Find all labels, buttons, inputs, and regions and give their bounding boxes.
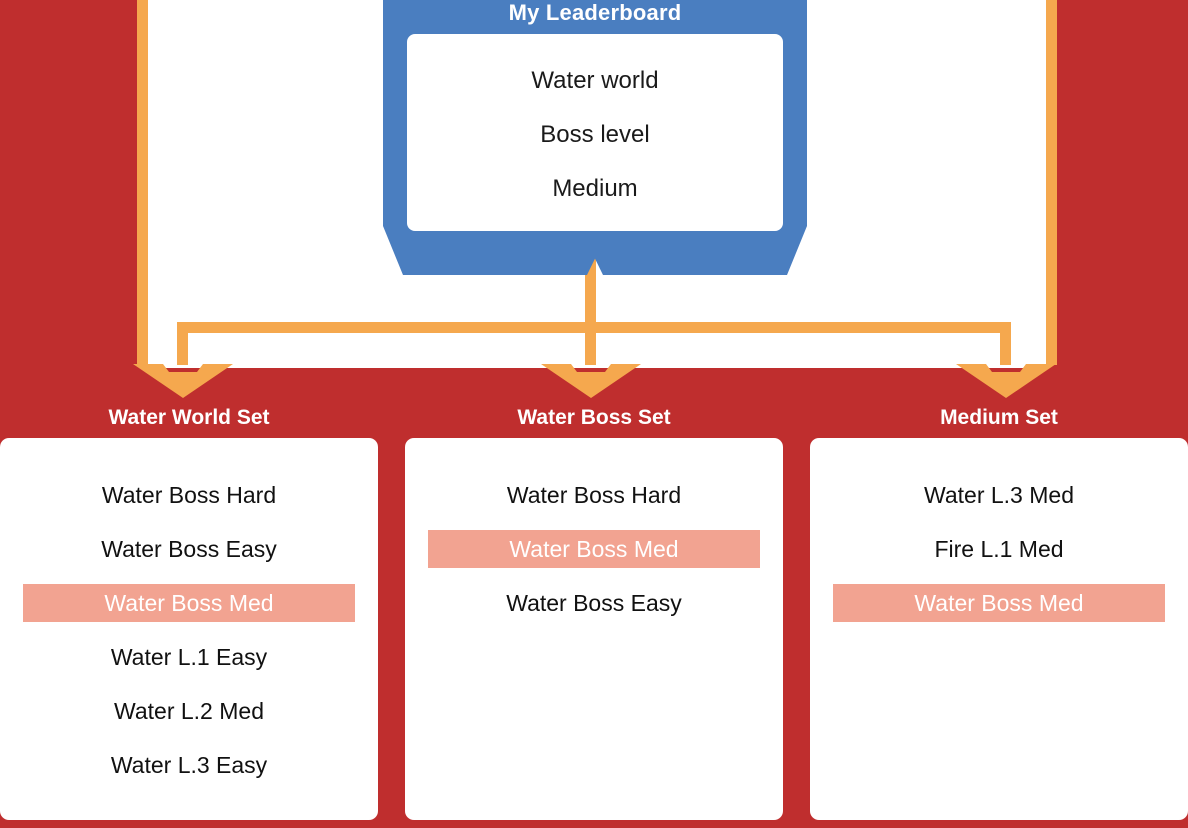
set-list-item-highlighted[interactable]: Water Boss Med — [428, 530, 760, 568]
set-list-item[interactable]: Fire L.1 Med — [934, 535, 1064, 562]
leaderboard-row: Boss level — [540, 121, 650, 148]
set-list-item[interactable]: Water Boss Easy — [101, 535, 277, 562]
set-title: Medium Set — [940, 406, 1058, 429]
set-list-item[interactable]: Water Boss Easy — [506, 589, 682, 616]
set-column-water-world: Water World Set Water Boss Hard Water Bo… — [0, 398, 378, 820]
connector-right-vertical — [1046, 0, 1057, 365]
leaderboard-title: My Leaderboard — [508, 0, 682, 25]
leaderboard-node[interactable]: My Leaderboard Water world Boss level Me… — [375, 0, 815, 275]
connector-right-drop — [1000, 322, 1011, 365]
set-card[interactable]: Water Boss Hard Water Boss Easy Water Bo… — [0, 438, 378, 820]
set-title: Water World Set — [108, 406, 270, 429]
set-title: Water Boss Set — [517, 406, 671, 429]
leaderboard-row: Water world — [531, 67, 659, 94]
leaderboard-row: Medium — [552, 175, 638, 202]
set-list-item-highlighted[interactable]: Water Boss Med — [833, 584, 1165, 622]
set-list-item-highlighted[interactable]: Water Boss Med — [23, 584, 355, 622]
arrow-to-water-world-set-icon — [133, 362, 233, 398]
connector-center-vertical — [585, 230, 596, 365]
set-list-item[interactable]: Water Boss Hard — [101, 481, 277, 508]
arrow-to-water-boss-set-icon — [541, 362, 641, 398]
connector-left-drop — [177, 322, 188, 365]
set-list-item[interactable]: Water Boss Hard — [506, 481, 682, 508]
arrow-to-medium-set-icon — [956, 362, 1056, 398]
connector-left-vertical — [137, 0, 148, 365]
set-column-water-boss: Water Boss Set Water Boss Hard Water Bos… — [405, 398, 783, 820]
set-card[interactable]: Water L.3 Med Fire L.1 Med Water Boss Me… — [810, 438, 1188, 820]
set-list-item[interactable]: Water L.3 Med — [924, 481, 1074, 508]
set-column-medium: Medium Set Water L.3 Med Fire L.1 Med Wa… — [810, 398, 1188, 820]
set-list-item[interactable]: Water L.2 Med — [114, 697, 264, 724]
set-list-item[interactable]: Water L.1 Easy — [110, 643, 268, 670]
leaderboard-body: Water world Boss level Medium — [407, 34, 783, 231]
set-card[interactable]: Water Boss Hard Water Boss Med Water Bos… — [405, 438, 783, 820]
set-list-item[interactable]: Water L.3 Easy — [110, 751, 268, 778]
set-columns: Water World Set Water Boss Hard Water Bo… — [0, 398, 1188, 828]
